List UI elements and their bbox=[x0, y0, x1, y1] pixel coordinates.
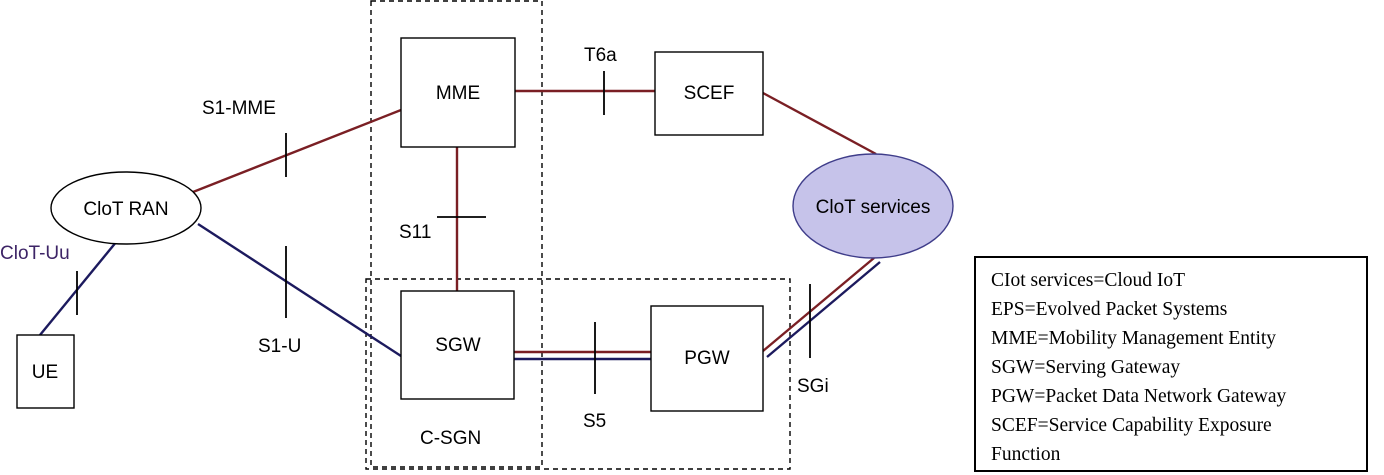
ran-node: CloT RAN bbox=[50, 171, 202, 245]
c-sgn-dashed-group bbox=[365, 278, 791, 470]
pgw-label: PGW bbox=[684, 348, 729, 369]
scef-node: SCEF bbox=[654, 51, 764, 136]
s5-label: S5 bbox=[583, 411, 606, 432]
legend-item: CIot services=Cloud IoT bbox=[991, 270, 1185, 291]
legend-item: SGW=Serving Gateway bbox=[991, 357, 1180, 378]
link-pgw-services-user bbox=[766, 261, 881, 358]
ue-node: UE bbox=[16, 334, 75, 409]
legend-item: SCEF=Service Capability Exposure bbox=[991, 415, 1272, 436]
legend-item: EPS=Evolved Packet Systems bbox=[991, 299, 1227, 320]
services-label: CloT services bbox=[816, 197, 931, 218]
clot-uu-label: CloT-Uu bbox=[0, 243, 70, 264]
s1-u-label: S1-U bbox=[258, 336, 301, 357]
sgw-label: SGW bbox=[435, 335, 480, 356]
mme-sgw-dashed-group bbox=[370, 0, 543, 468]
services-node: CloT services bbox=[792, 153, 954, 259]
mme-node: MME bbox=[400, 37, 516, 148]
sgi-label: SGi bbox=[797, 376, 829, 397]
link-ue-ran bbox=[39, 240, 118, 336]
legend-item: PGW=Packet Data Network Gateway bbox=[991, 386, 1287, 407]
link-pgw-services-control bbox=[762, 257, 875, 352]
t6a-label: T6a bbox=[584, 45, 617, 66]
legend-item: MME=Mobility Management Entity bbox=[991, 328, 1276, 349]
s1-mme-label: S1-MME bbox=[202, 98, 276, 119]
ue-label: UE bbox=[32, 362, 58, 383]
legend: CIot services=Cloud IoT EPS=Evolved Pack… bbox=[974, 256, 1368, 472]
mme-label: MME bbox=[436, 83, 480, 104]
link-ran-mme bbox=[192, 108, 402, 194]
link-scef-services bbox=[762, 91, 877, 156]
ran-label: CloT RAN bbox=[83, 199, 168, 220]
s11-label: S11 bbox=[399, 222, 431, 243]
sgw-node: SGW bbox=[400, 290, 515, 400]
legend-item: Function bbox=[991, 444, 1061, 465]
scef-label: SCEF bbox=[684, 83, 735, 104]
c-sgn-label: C-SGN bbox=[420, 428, 481, 449]
link-ran-sgw bbox=[197, 222, 402, 358]
legend-box bbox=[974, 256, 1368, 472]
pgw-node: PGW bbox=[650, 305, 764, 412]
